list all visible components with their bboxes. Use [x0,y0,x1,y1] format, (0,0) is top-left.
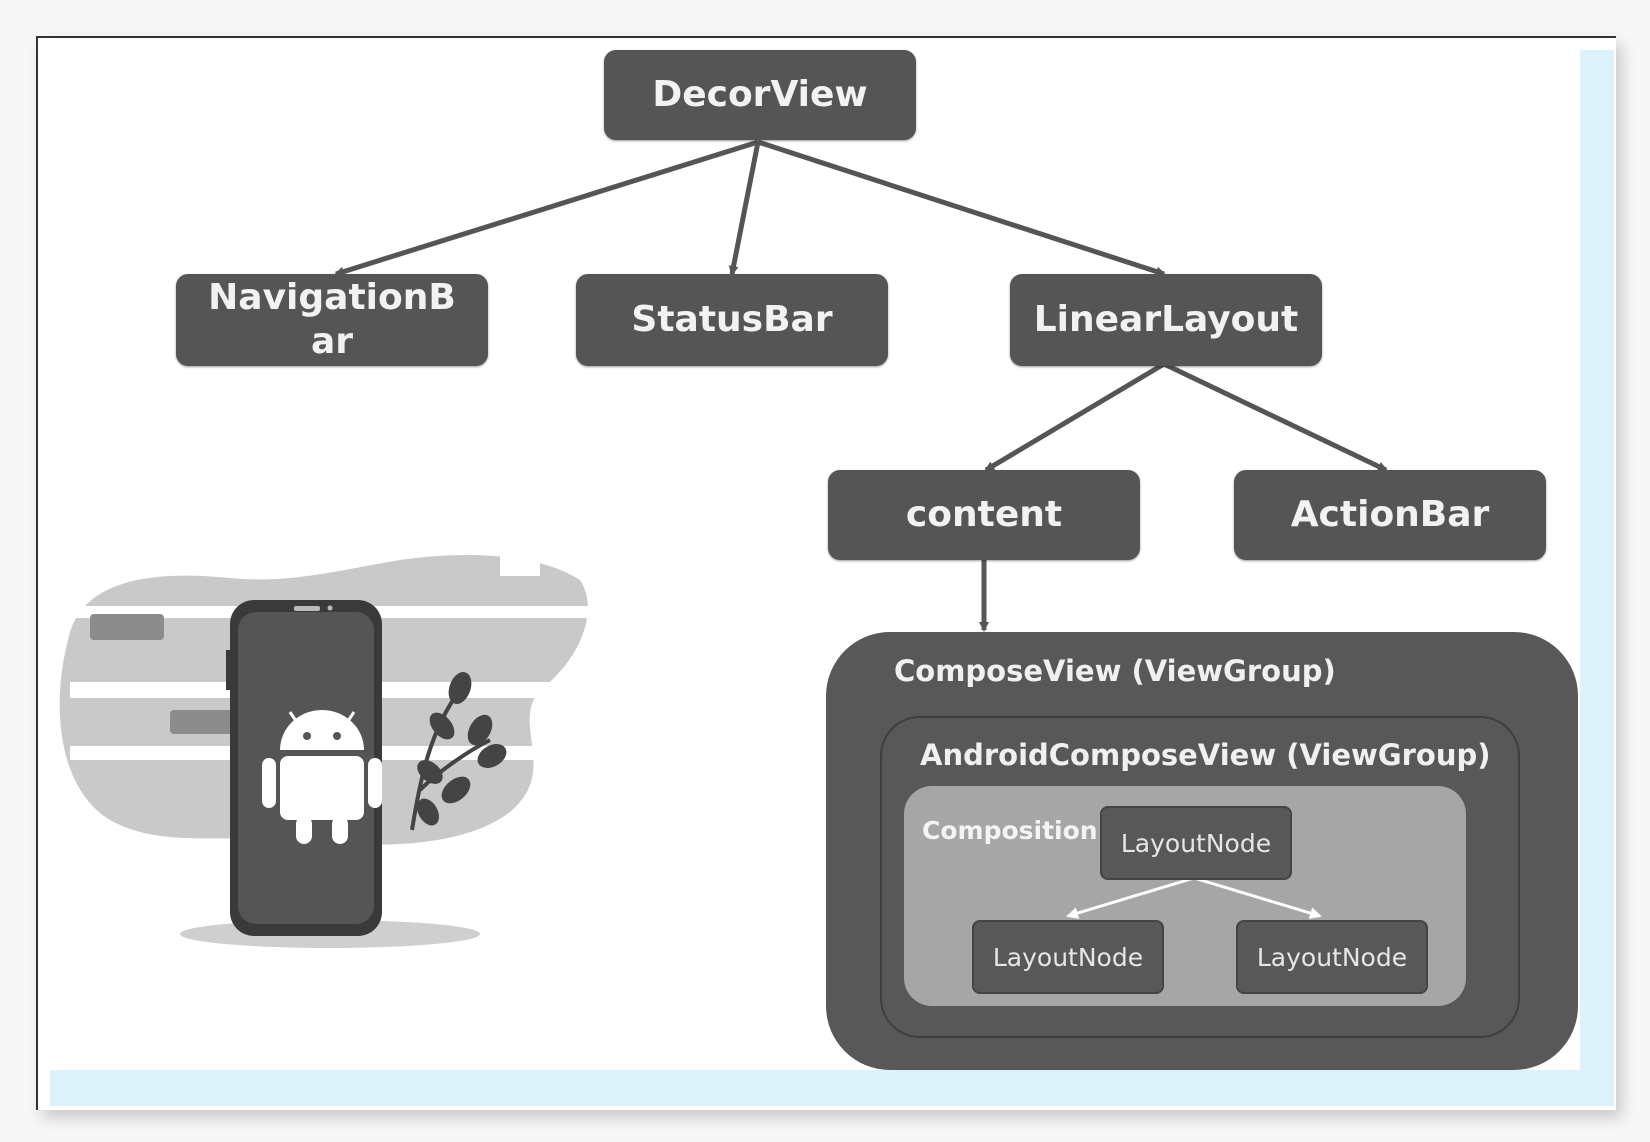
edge-decorview-navigationbar [334,139,759,277]
node-linearlayout-label: LinearLayout [1033,299,1299,340]
node-statusbar-label: StatusBar [631,299,833,340]
plant-icon [410,672,507,831]
node-linearlayout: LinearLayout [1010,274,1322,366]
androidcomposeview-container: AndroidComposeView (ViewGroup) Compositi… [880,716,1520,1038]
layoutnode-right-label: LayoutNode [1256,942,1408,972]
node-navigationbar-label: NavigationBar [208,277,456,362]
layoutnode-root: LayoutNode [1100,806,1292,880]
layoutnode-root-label: LayoutNode [1120,828,1272,858]
layoutnode-right: LayoutNode [1236,920,1428,994]
edge-layoutnode-right [1193,876,1322,919]
edge-decorview-statusbar [728,141,761,276]
composeview-container: ComposeView (ViewGroup) AndroidComposeVi… [826,632,1578,1070]
frame-accent-right [1580,50,1614,1070]
frame-accent-bottom [50,1070,1614,1106]
composeview-title: ComposeView (ViewGroup) [894,654,1336,688]
composition-title: Composition [922,816,1098,845]
node-actionbar: ActionBar [1234,470,1546,560]
layoutnode-connectors [1066,876,1322,919]
node-navigationbar: NavigationBar [176,274,488,366]
edge-linearlayout-actionbar [1162,361,1388,473]
node-content-label: content [905,494,1063,535]
edge-linearlayout-content [984,361,1166,473]
edge-decorview-linearlayout [757,139,1166,277]
layoutnode-left-label: LayoutNode [992,942,1144,972]
node-statusbar: StatusBar [576,274,888,366]
node-decorview-label: DecorView [652,74,868,115]
node-actionbar-label: ActionBar [1290,494,1490,535]
node-content: content [828,470,1140,560]
node-decorview: DecorView [604,50,916,140]
layoutnode-left: LayoutNode [972,920,1164,994]
edge-layoutnode-left [1066,876,1195,919]
composition-container: Composition LayoutNode LayoutNode Layout… [904,786,1466,1006]
android-illustration [59,554,590,948]
android-robot-icon [262,710,382,844]
androidcomposeview-title: AndroidComposeView (ViewGroup) [920,738,1491,772]
